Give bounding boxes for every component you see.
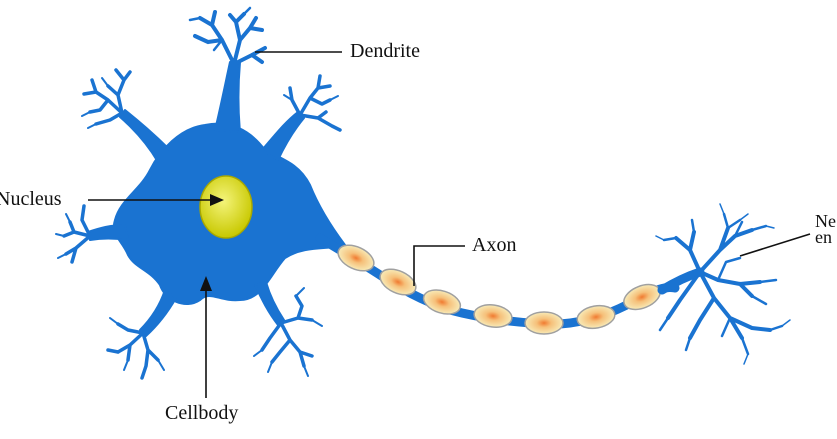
axon-pointer bbox=[413, 245, 465, 286]
myelin-sheath bbox=[337, 244, 375, 272]
dendrite-branches bbox=[55, 6, 342, 380]
pointer-lines bbox=[88, 51, 811, 398]
nucleus bbox=[199, 175, 253, 239]
nerve-ending-label-line1: Ne bbox=[815, 211, 836, 231]
myelin-sheaths bbox=[337, 244, 661, 335]
nucleus-label: Nucleus bbox=[0, 188, 62, 210]
myelin-sheath bbox=[524, 311, 564, 335]
cellbody-label: Cellbody bbox=[165, 402, 239, 424]
myelin-sheath bbox=[576, 304, 616, 330]
axon-terminal bbox=[655, 203, 791, 365]
nerve-ending-pointer bbox=[739, 233, 811, 257]
cellbody-arrowhead bbox=[200, 276, 212, 291]
nucleus-arrowhead bbox=[210, 194, 224, 206]
myelin-sheath bbox=[422, 289, 462, 315]
dendrite-label: Dendrite bbox=[350, 40, 420, 62]
axon-label: Axon bbox=[472, 234, 517, 256]
myelin-sheath bbox=[473, 304, 513, 328]
nerve-ending-label-line2: en bbox=[815, 227, 832, 247]
myelin-sheath bbox=[379, 268, 417, 296]
